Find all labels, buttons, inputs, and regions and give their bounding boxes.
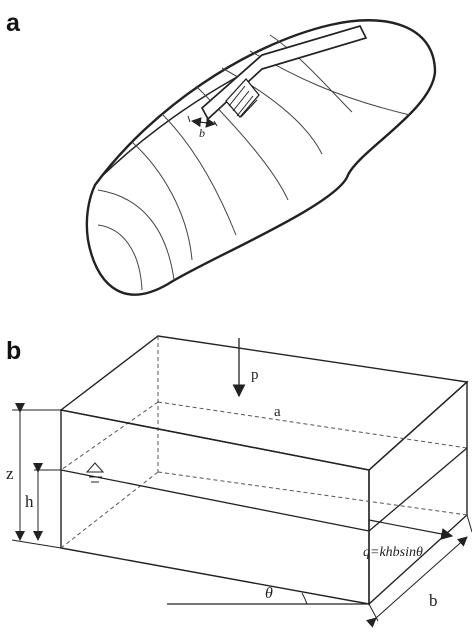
panel-b-label: b bbox=[6, 337, 21, 365]
water-table-symbol bbox=[85, 462, 105, 483]
water-height-label: h bbox=[25, 492, 34, 511]
angle-label: θ bbox=[265, 585, 273, 602]
hatched-element bbox=[225, 78, 260, 118]
depth-label: z bbox=[6, 464, 14, 483]
block-front-face bbox=[60, 409, 370, 605]
hidden-edges bbox=[60, 336, 468, 549]
width-dimension-b: b bbox=[365, 514, 472, 628]
width-label-a: b bbox=[199, 126, 205, 140]
panel-a-label: a bbox=[6, 9, 21, 37]
water-table-right bbox=[368, 447, 468, 532]
load-label: p bbox=[251, 367, 259, 383]
width-label-b: b bbox=[429, 591, 438, 610]
width-dimension: b bbox=[187, 115, 218, 140]
water-table-front bbox=[60, 469, 370, 532]
length-label: a bbox=[274, 404, 281, 420]
angle-arc bbox=[301, 592, 308, 605]
soil-block-diagram: p a z bbox=[6, 335, 472, 628]
depth-dimension: z bbox=[6, 403, 62, 549]
flux-arrow bbox=[368, 519, 454, 540]
water-height-dimension: h bbox=[25, 463, 61, 541]
block-right-face bbox=[368, 380, 468, 606]
flux-formula: q=khbsinθ bbox=[363, 545, 423, 560]
hillslope-diagram: b bbox=[85, 19, 437, 296]
